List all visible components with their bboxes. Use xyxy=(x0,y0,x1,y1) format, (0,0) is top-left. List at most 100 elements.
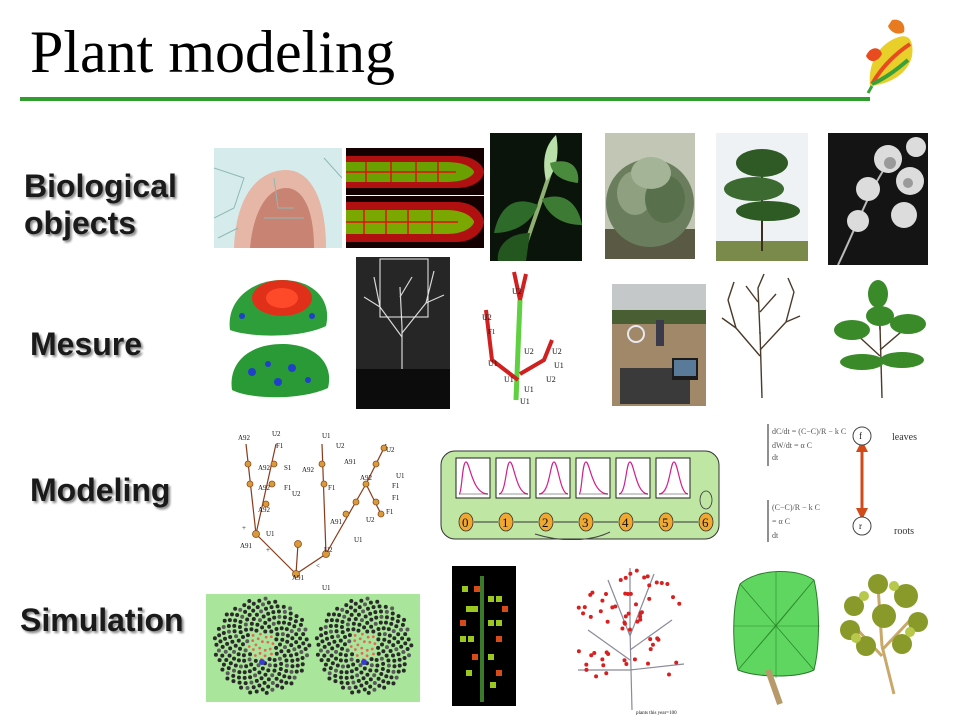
field-measurement-photo xyxy=(612,284,706,406)
mtg-label: U1 xyxy=(488,359,498,368)
graph-label: U2 xyxy=(386,446,395,454)
graph-label: < xyxy=(316,562,320,570)
graph-label: S1 xyxy=(284,464,292,472)
graph-label: + xyxy=(242,524,246,532)
fruit-tree-simulation: plants this year=100 xyxy=(568,560,694,720)
graph-label: U1 xyxy=(396,472,405,480)
graph-label: F1 xyxy=(328,484,336,492)
grid-plant-simulation xyxy=(452,566,516,706)
graph-label: F1 xyxy=(392,494,400,502)
distribution-curve xyxy=(658,461,689,495)
graph-label: U2 xyxy=(292,490,301,498)
distribution-curve xyxy=(578,461,609,495)
graph-label: U2 xyxy=(272,430,281,438)
shoot-photo xyxy=(490,133,582,261)
state-node xyxy=(458,512,474,532)
graph-label: F1 xyxy=(386,508,394,516)
phyllotaxis-simulation xyxy=(206,594,420,702)
title-underline xyxy=(20,97,870,101)
page-title: Plant modeling xyxy=(30,19,395,85)
graph-label: U1 xyxy=(354,536,363,544)
graph-label: U2 xyxy=(324,546,333,554)
shrub-photo xyxy=(605,133,695,259)
markov-chain-panel: 0 1 2 3 4 5 6 xyxy=(440,450,720,540)
mtg-label: U1 xyxy=(520,397,530,406)
roots-label: roots xyxy=(894,526,914,537)
state-label: 3 xyxy=(582,515,589,530)
svg-text:dt: dt xyxy=(772,531,779,540)
graph-label: U2 xyxy=(366,516,375,524)
fruit-markers xyxy=(576,568,682,679)
root-tip-micrograph-bottom xyxy=(346,196,484,248)
root-tip-micrograph-top xyxy=(346,148,484,195)
graph-label: A91 xyxy=(240,542,253,550)
graph-label: F1 xyxy=(284,484,292,492)
graph-label: U1 xyxy=(322,432,331,440)
node-r-label: r xyxy=(859,521,862,531)
meristem-micrograph xyxy=(214,148,342,248)
state-label: 1 xyxy=(502,515,509,530)
leafy-tree-simulation xyxy=(834,566,930,696)
state-node xyxy=(698,512,714,532)
svg-text:dt: dt xyxy=(772,453,779,462)
mtg-label: U1 xyxy=(504,375,514,384)
state-node xyxy=(578,512,594,532)
graph-label: A91 xyxy=(330,518,343,526)
mtg-label: U2 xyxy=(546,375,556,384)
graph-label: A92 xyxy=(258,484,271,492)
mtg-label: U1 xyxy=(554,361,564,370)
graph-label: F1 xyxy=(392,482,400,490)
state-node xyxy=(498,512,514,532)
node-f-label: f xyxy=(859,431,862,441)
mtg-label: U2 xyxy=(512,287,522,296)
plant-structure-graph: A92 U2 F1 A92 S1 A92 F1 A92 U2 + A91 U1 … xyxy=(236,424,422,592)
state-node xyxy=(618,512,634,532)
graph-label: U2 xyxy=(336,442,345,450)
graph-label: A92 xyxy=(258,464,271,472)
young-tree-photo xyxy=(716,133,808,261)
state-label: 5 xyxy=(662,515,669,530)
distribution-curve xyxy=(498,461,529,495)
tree-bw-photo xyxy=(828,133,928,265)
leaves-label: leaves xyxy=(892,432,917,443)
carbon-allocation-equations: dC/dt = (C−C)/R − k C dW/dt = α C dt (C−… xyxy=(762,420,942,550)
graph-label: A91 xyxy=(344,458,357,466)
row-label-modeling: Modeling xyxy=(30,472,171,508)
graph-label: A92 xyxy=(258,506,271,514)
graph-label: A92 xyxy=(360,474,373,482)
state-label: 6 xyxy=(702,515,709,530)
state-label: 4 xyxy=(622,515,629,530)
self-loop xyxy=(699,490,713,510)
state-label: 2 xyxy=(542,515,549,530)
graph-label: A92 xyxy=(302,466,315,474)
simulation-caption: plants this year=100 xyxy=(636,711,677,716)
row-label-biological-objects: Biological objects xyxy=(24,168,177,241)
mtg-label: U2 xyxy=(552,347,562,356)
state-node xyxy=(658,512,674,532)
mtg-label: U1 xyxy=(524,385,534,394)
distribution-curve xyxy=(618,461,649,495)
meristem-3d-reconstruction xyxy=(222,272,334,410)
phyllotaxis-disc xyxy=(314,596,414,695)
distribution-curve xyxy=(538,461,569,495)
state-label: 0 xyxy=(462,515,469,530)
svg-text:dW/dt = α C: dW/dt = α C xyxy=(772,441,812,450)
graph-label: + xyxy=(266,546,270,554)
graph-label: F1 xyxy=(276,442,284,450)
row-label-simulation: Simulation xyxy=(20,602,184,638)
svg-text:dC/dt = (C−C)/R − k C: dC/dt = (C−C)/R − k C xyxy=(772,427,846,436)
crown-envelope-simulation xyxy=(728,566,822,706)
tree-digitizing-photo xyxy=(356,257,450,409)
svg-text:(C−C)/R − k C: (C−C)/R − k C xyxy=(772,503,820,512)
state-node xyxy=(538,512,554,532)
graph-label: A91 xyxy=(292,574,305,582)
logo xyxy=(862,16,922,94)
phyllotaxis-disc xyxy=(212,596,312,695)
mtg-label: F1 xyxy=(488,328,496,336)
graph-label: A92 xyxy=(238,434,251,442)
mtg-label: U2 xyxy=(524,347,534,356)
distribution-curve xyxy=(458,461,489,495)
reconstructed-tree-leafy xyxy=(832,276,928,400)
mtg-annotated-plant: U2 U2 F1 U1 U2 U2 U1 U1 U1 U1 U2 xyxy=(474,270,574,410)
graph-label: U1 xyxy=(266,530,275,538)
